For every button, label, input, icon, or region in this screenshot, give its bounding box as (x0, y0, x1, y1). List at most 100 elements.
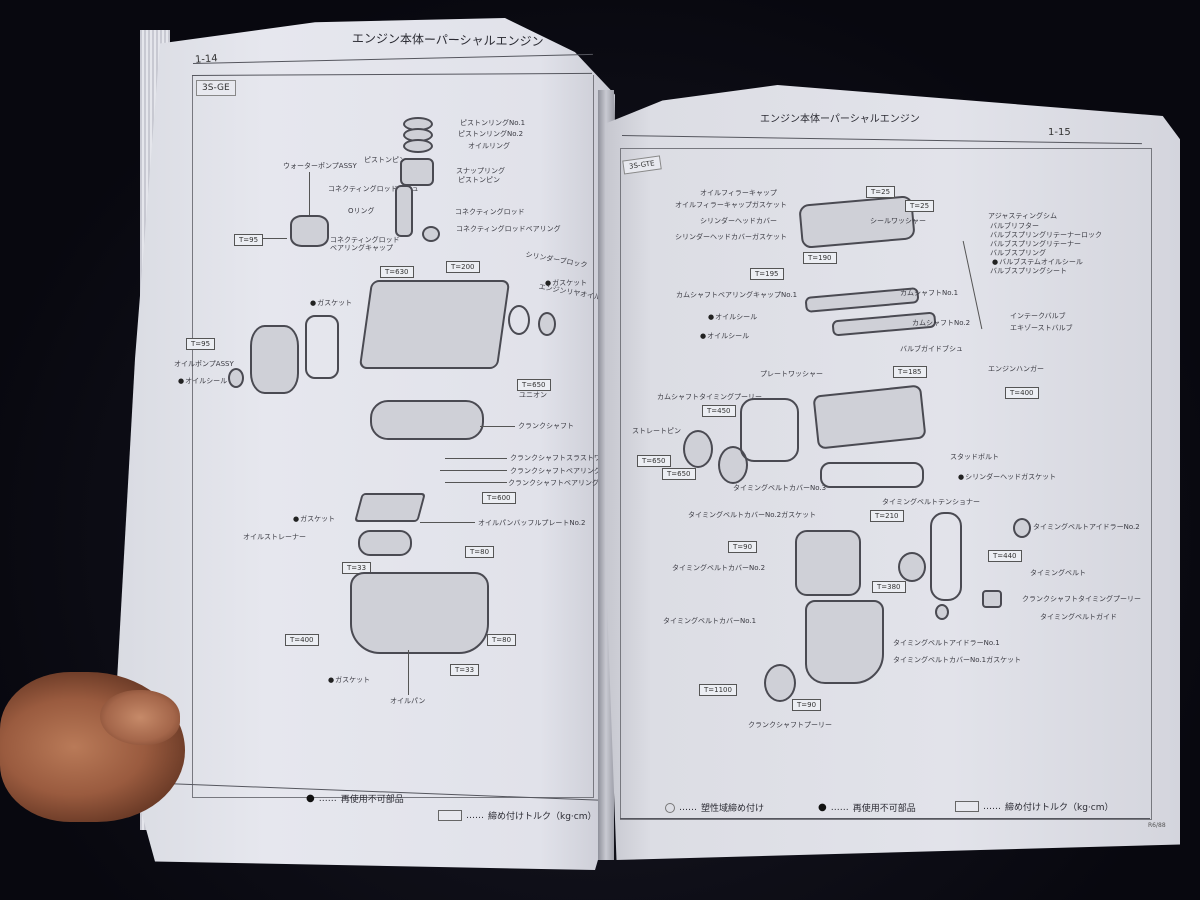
leader-line (309, 172, 310, 217)
torque-spec: T=80 (487, 634, 517, 646)
torque-box-icon (438, 810, 462, 821)
torque-spec: T=185 (893, 366, 927, 378)
label-baffle-plate: オイルパンバッフルプレートNo.2 (478, 519, 586, 527)
label-retainer: バルブスプリングリテーナー (990, 240, 1081, 248)
label-conrod: コネクティングロッド (455, 208, 525, 216)
label-piston-ring-2: ピストンリングNo.2 (458, 130, 524, 138)
label-crank-bearing: クランクシャフトベアリング (510, 467, 601, 475)
legend-dots: …… (983, 801, 1001, 812)
legend-label: 塑性域締め付け (701, 804, 765, 814)
label-plate-washer: プレートワッシャー (760, 370, 823, 378)
legend-torque: ……締め付けトルク（kg·cm） (438, 809, 597, 822)
torque-spec: T=400 (1005, 387, 1039, 399)
torque-spec: T=600 (482, 492, 516, 504)
label-oil-strainer: オイルストレーナー (243, 533, 306, 541)
torque-spec: T=1100 (699, 684, 737, 696)
cam-pulley-part (683, 430, 713, 468)
label-o-ring: Oリング (348, 207, 375, 215)
label-exhaust-valve: エキゾーストバルブ (1010, 324, 1073, 332)
label-timing-cover-1: タイミングベルトカバーNo.1 (663, 617, 757, 625)
left-page (115, 18, 615, 870)
torque-spec: T=95 (186, 338, 216, 350)
label-gasket: ガスケット (545, 280, 587, 287)
torque-spec: T=90 (728, 541, 758, 553)
idler-1-part (898, 552, 926, 582)
footer-code: R6/88 (1148, 822, 1166, 829)
label-stud-bolt: スタッドボルト (950, 453, 999, 461)
legend-label: 締め付けトルク（kg·cm） (1005, 803, 1114, 813)
oil-strainer-part (358, 530, 412, 556)
timing-cover-3-part (740, 398, 799, 462)
diagram-frame (192, 75, 594, 798)
idler-2-part (1013, 518, 1031, 538)
label-union: ユニオン (519, 391, 547, 399)
label-timing-belt-guide: タイミングベルトガイド (1040, 613, 1117, 621)
label-head-gasket: シリンダーヘッドガスケット (958, 474, 1056, 481)
leader-line (445, 458, 507, 459)
label-intake-valve: インテークバルブ (1010, 312, 1066, 320)
torque-spec: T=190 (803, 252, 837, 264)
legend-dots: …… (679, 802, 697, 813)
crank-timing-pulley-part (982, 590, 1002, 608)
label-head-cover-gasket: シリンダーヘッドカバーガスケット (675, 233, 787, 241)
leader-line (440, 470, 507, 471)
label-snap-ring: スナップリング (456, 167, 505, 175)
label-oil-filler-gasket: オイルフィラーキャップガスケット (675, 201, 787, 209)
label-piston-ring-1: ピストンリングNo.1 (460, 119, 526, 127)
rear-oil-seal-part (538, 312, 556, 336)
timing-cover-2-part (795, 530, 861, 596)
oil-ring-part (403, 139, 433, 153)
diagram-frame (620, 148, 1152, 820)
timing-cover-1-part (805, 600, 884, 684)
gasket-part (305, 315, 339, 379)
label-thrust-washer: クランクシャフトスラストワッシャー (510, 454, 629, 462)
torque-spec: T=210 (870, 510, 904, 522)
legend-label: 再使用不可部品 (852, 804, 916, 814)
label-timing-belt: タイミングベルト (1030, 569, 1086, 577)
label-crankshaft: クランクシャフト (518, 422, 574, 430)
torque-spec: T=33 (450, 664, 480, 676)
leader-line (480, 426, 515, 427)
legend-non-reusable: ●……再使用不可部品 (306, 792, 404, 805)
label-oil-filler-cap: オイルフィラーキャップ (700, 189, 777, 197)
thumb (100, 690, 180, 745)
label-gasket: ガスケット (310, 300, 352, 307)
legend-dots: …… (830, 802, 849, 813)
label-oil-seal: オイルシール (700, 333, 749, 340)
label-gasket: ガスケット (293, 516, 335, 523)
label-crank-bearing-cap: クランクシャフトベアリングキャップ (508, 479, 627, 487)
torque-spec: T=380 (872, 581, 906, 593)
label-conrod-cap: コネクティングロッド ベアリングキャップ (330, 236, 400, 253)
label-oil-seal: オイルシール (178, 378, 227, 385)
legend-dots: …… (318, 793, 337, 804)
label-valve-guide-bush: バルブガイドブシュ (900, 345, 963, 353)
label-piston-pin: ピストンピン (458, 176, 500, 184)
crank-pulley-part (764, 664, 796, 702)
cylinder-head-part (812, 384, 927, 450)
torque-spec: T=400 (285, 634, 319, 646)
torque-spec: T=440 (988, 550, 1022, 562)
label-spring-seat: バルブスプリングシート (990, 267, 1067, 275)
label-gasket: ガスケット (328, 677, 370, 684)
label-idler-2: タイミングベルトアイドラーNo.2 (1033, 523, 1140, 531)
label-straight-pin: ストレートピン (632, 427, 681, 435)
right-header-title: エンジン本体ーパーシャルエンジン (760, 114, 920, 125)
label-cover-2-gasket: タイミングベルトカバーNo.2ガスケット (688, 511, 817, 519)
leader-line (262, 238, 287, 239)
torque-spec: T=650 (517, 379, 551, 391)
label-engine-hanger: エンジンハンガー (988, 365, 1044, 373)
left-header-title: エンジン本体ーパーシャルエンジン (351, 31, 544, 49)
label-tensioner: タイミングベルトテンショナー (882, 498, 980, 506)
torque-spec: T=25 (866, 186, 896, 198)
label-water-pump: ウォーターポンプASSY (283, 162, 357, 170)
label-oil-pump: オイルポンプASSY (174, 360, 234, 368)
timing-belt-part (930, 512, 962, 601)
torque-spec: T=25 (905, 200, 935, 212)
piston-part (400, 158, 434, 186)
torque-spec: T=95 (234, 234, 264, 246)
torque-spec: T=200 (446, 261, 480, 273)
conrod-part (395, 185, 413, 237)
right-page-number: 1-15 (1048, 127, 1071, 138)
label-adjusting-shim: アジャスティングシム (988, 212, 1057, 220)
label-seal-washer: シールワッシャー (870, 217, 926, 225)
